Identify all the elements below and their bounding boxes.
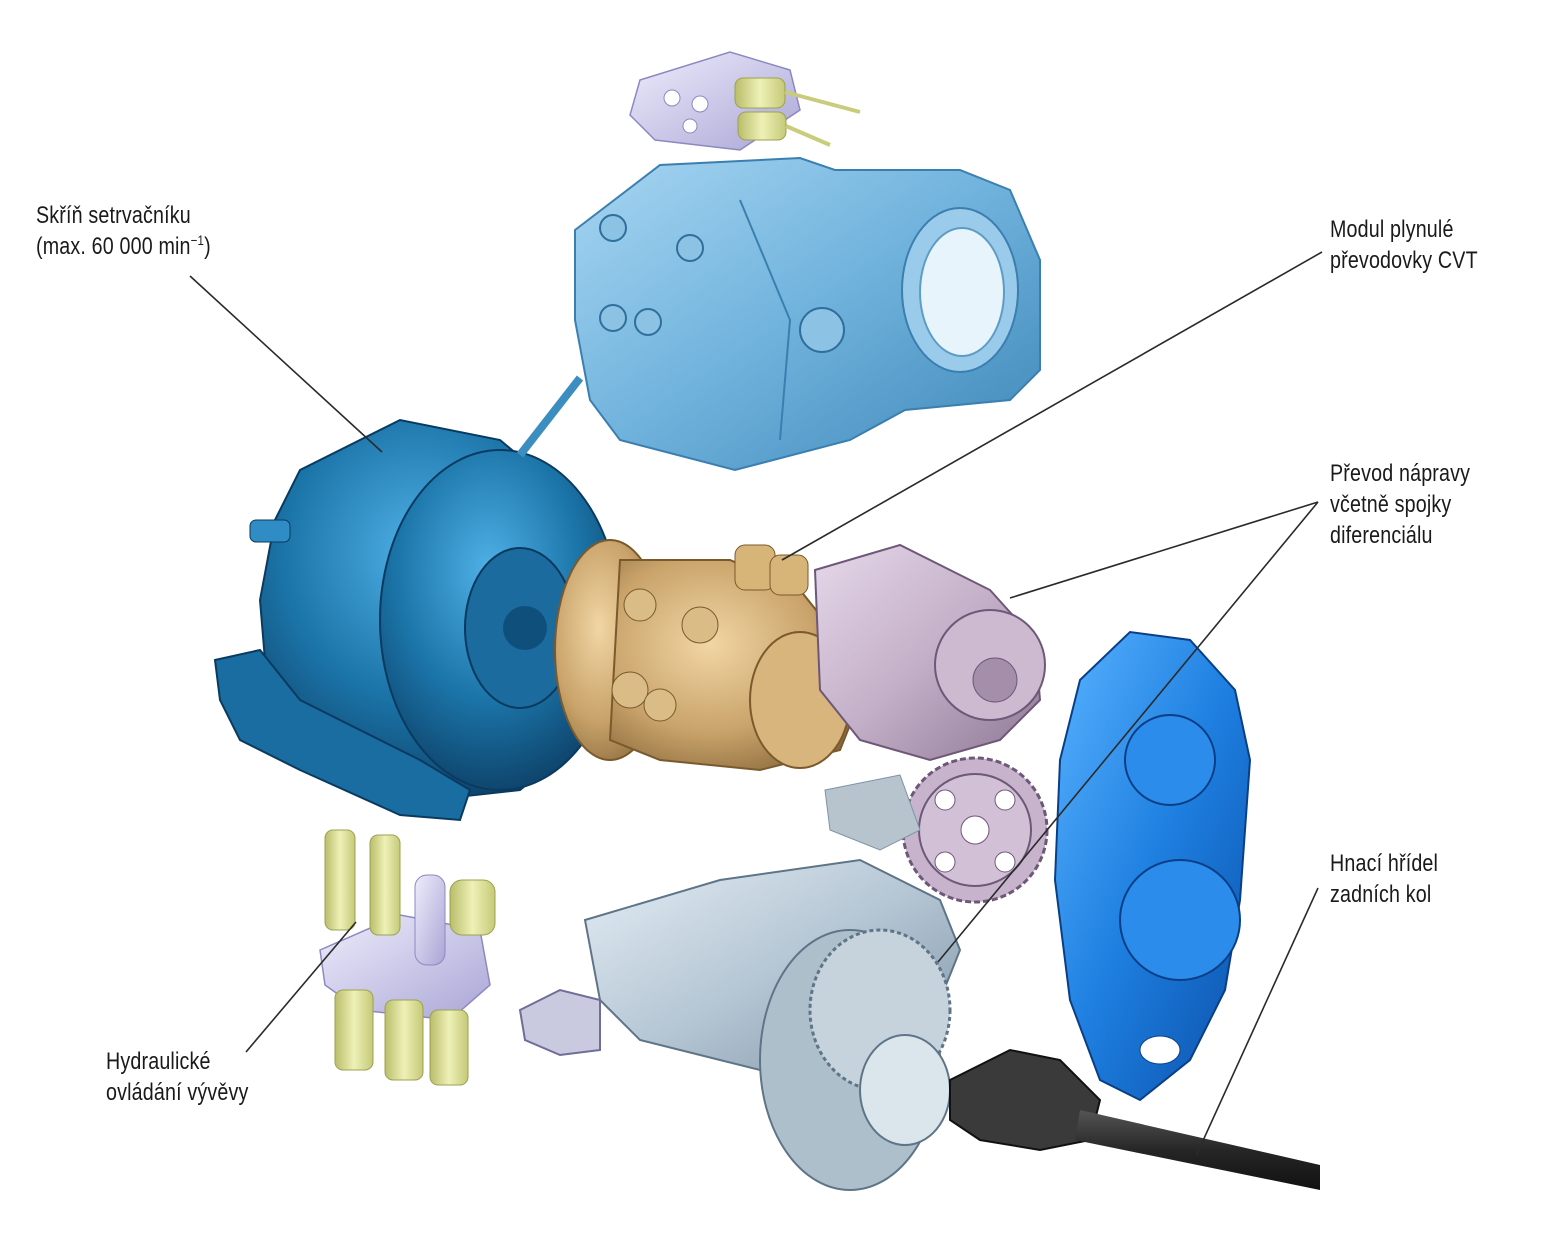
label-axle-drive-line1: Převod nápravy [1330,460,1471,487]
cvt-module-part [554,539,862,772]
rear-driveshaft-part [949,1048,1320,1190]
label-hydraulic-control: Hydraulické ovládání vývěvy [106,1046,248,1108]
upper-transmission-housing [574,156,1041,472]
leader-line-hydraulic [245,921,357,1053]
leader-lines [189,251,1323,1157]
label-flywheel-housing-line1: Skříň setrvačníku [36,202,191,229]
label-rear-driveshaft: Hnací hřídel zadních kol [1330,848,1438,910]
axle-drive-part [813,543,1049,904]
label-cvt-module: Modul plynulé převodovky CVT [1330,214,1478,276]
leader-line-cvt [781,251,1323,561]
leader-line-axle-lower [937,501,1319,963]
label-axle-drive-line2: včetně spojky [1330,491,1452,518]
flywheel-housing-part [213,375,621,822]
label-cvt-module-line2: převodovky CVT [1330,247,1478,274]
label-axle-drive: Převod nápravy včetně spojky diferenciál… [1330,458,1470,551]
label-hydraulic-control-line2: ovládání vývěvy [106,1079,249,1106]
gearbox-cover-part [1053,630,1252,1102]
label-cvt-module-line1: Modul plynulé [1330,216,1454,243]
hydraulic-valve-block [319,829,496,1086]
label-hydraulic-control-line1: Hydraulické [106,1048,211,1075]
label-rear-driveshaft-line1: Hnací hřídel [1330,850,1439,877]
leader-line-flywheel [189,275,383,453]
leader-line-axle-upper [1009,501,1319,599]
label-axle-drive-line3: diferenciálu [1330,522,1433,549]
leader-line-driveshaft [1195,887,1319,1157]
top-valve-block [629,51,861,151]
lower-differential-casing [518,858,962,1191]
label-flywheel-housing: Skříň setrvačníku (max. 60 000 min−1) [36,200,211,262]
label-rear-driveshaft-line2: zadních kol [1330,881,1432,908]
label-flywheel-housing-line2: (max. 60 000 min−1) [36,232,211,260]
